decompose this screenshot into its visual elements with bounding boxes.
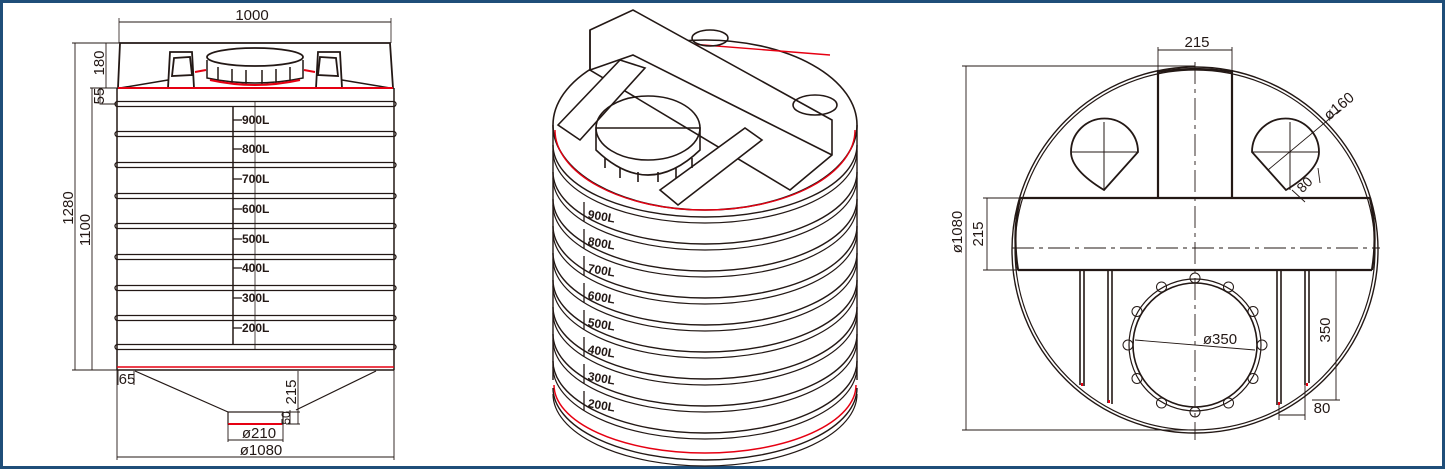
iso-level-mark: 600L [587, 288, 616, 307]
iso-ring [552, 144, 858, 218]
level-mark: 600L [242, 202, 269, 216]
bolt [1256, 339, 1268, 351]
dim-cone-offset: 65 [119, 371, 136, 388]
front-view: 1000 900L 800L 700L 600L 500L 400L 300L 200L [60, 7, 397, 460]
level-mark: 300L [242, 291, 269, 305]
dim-manhole-dia: ø350 [1203, 331, 1237, 348]
dim-beam-width-top: 215 [1184, 34, 1209, 51]
iso-level-mark: 200L [587, 396, 616, 415]
ring [114, 100, 397, 108]
dim-outlet-dia: ø210 [242, 425, 276, 442]
dim-base-dia: ø1080 [240, 442, 283, 459]
bolt [1247, 373, 1259, 384]
dim-leg-length: 350 [1317, 317, 1334, 342]
dim-shoulder: 55 [91, 88, 108, 105]
bolt [1189, 272, 1201, 284]
iso-ring [552, 279, 858, 353]
ring [114, 130, 397, 138]
dim-leg-width: 80 [1314, 400, 1331, 417]
iso-level-mark: 500L [587, 315, 616, 334]
level-mark: 700L [242, 172, 269, 186]
dim-total-height: 1280 [60, 191, 77, 224]
dim-outlet-height: 50 [279, 411, 293, 425]
level-mark: 200L [242, 321, 269, 335]
legs [1079, 270, 1310, 405]
ring [114, 192, 397, 200]
level-mark: 900L [242, 113, 269, 127]
ring [114, 343, 397, 351]
ring [114, 161, 397, 169]
level-mark: 800L [242, 142, 269, 156]
bolt [1131, 306, 1143, 317]
ring [114, 222, 397, 230]
tank-body: 900L 800L 700L 600L 500L 400L 300L 200L [114, 88, 397, 371]
ring [114, 253, 397, 261]
iso-ring [552, 387, 858, 461]
dim-cone-height: 215 [283, 379, 300, 404]
level-mark: 500L [242, 232, 269, 246]
iso-level-mark: 300L [587, 369, 616, 388]
iso-ring [552, 225, 858, 299]
bolt [1247, 306, 1259, 317]
iso-ring [552, 360, 858, 434]
bolt [1122, 339, 1134, 351]
top-beams [556, 9, 838, 207]
bolt [1223, 281, 1234, 293]
lid [117, 42, 394, 89]
dim-diameter: ø1080 [949, 211, 966, 254]
bolt [1223, 397, 1234, 409]
ring [114, 314, 397, 322]
manhole [1122, 272, 1268, 418]
bolt [1131, 373, 1143, 384]
bolt [1156, 397, 1167, 409]
iso-level-mark: 800L [587, 234, 616, 253]
iso-ring [552, 333, 858, 407]
cone-bottom [134, 370, 377, 425]
top-view: 215 ø1080 215 ø160 80 ø350 350 80 [949, 34, 1380, 440]
vent-right [1251, 109, 1341, 203]
iso-lid [595, 95, 701, 182]
iso-ring [552, 198, 858, 272]
ring [114, 284, 397, 292]
dim-width: 1000 [235, 7, 268, 24]
isometric-view: 900L 800L 700L 600L 500L 400L 300L 200L [552, 9, 858, 467]
vent-left [1070, 117, 1139, 192]
dim-vent-offset: 80 [1293, 173, 1315, 195]
dim-beam-width-side: 215 [970, 221, 987, 246]
iso-level-mark: 700L [587, 261, 616, 280]
iso-level-mark: 400L [587, 342, 616, 361]
dim-vent-dia: ø160 [1321, 89, 1358, 124]
level-mark: 400L [242, 261, 269, 275]
iso-ring [552, 252, 858, 326]
bolt [1189, 406, 1201, 418]
iso-level-mark: 900L [587, 207, 616, 226]
outlet [227, 411, 284, 425]
dim-body-height: 1100 [77, 214, 94, 246]
iso-ring [552, 306, 858, 380]
bolt [1156, 281, 1167, 293]
iso-ring [552, 171, 858, 245]
dim-lid-height: 180 [91, 50, 108, 75]
lid-cap [206, 47, 304, 67]
